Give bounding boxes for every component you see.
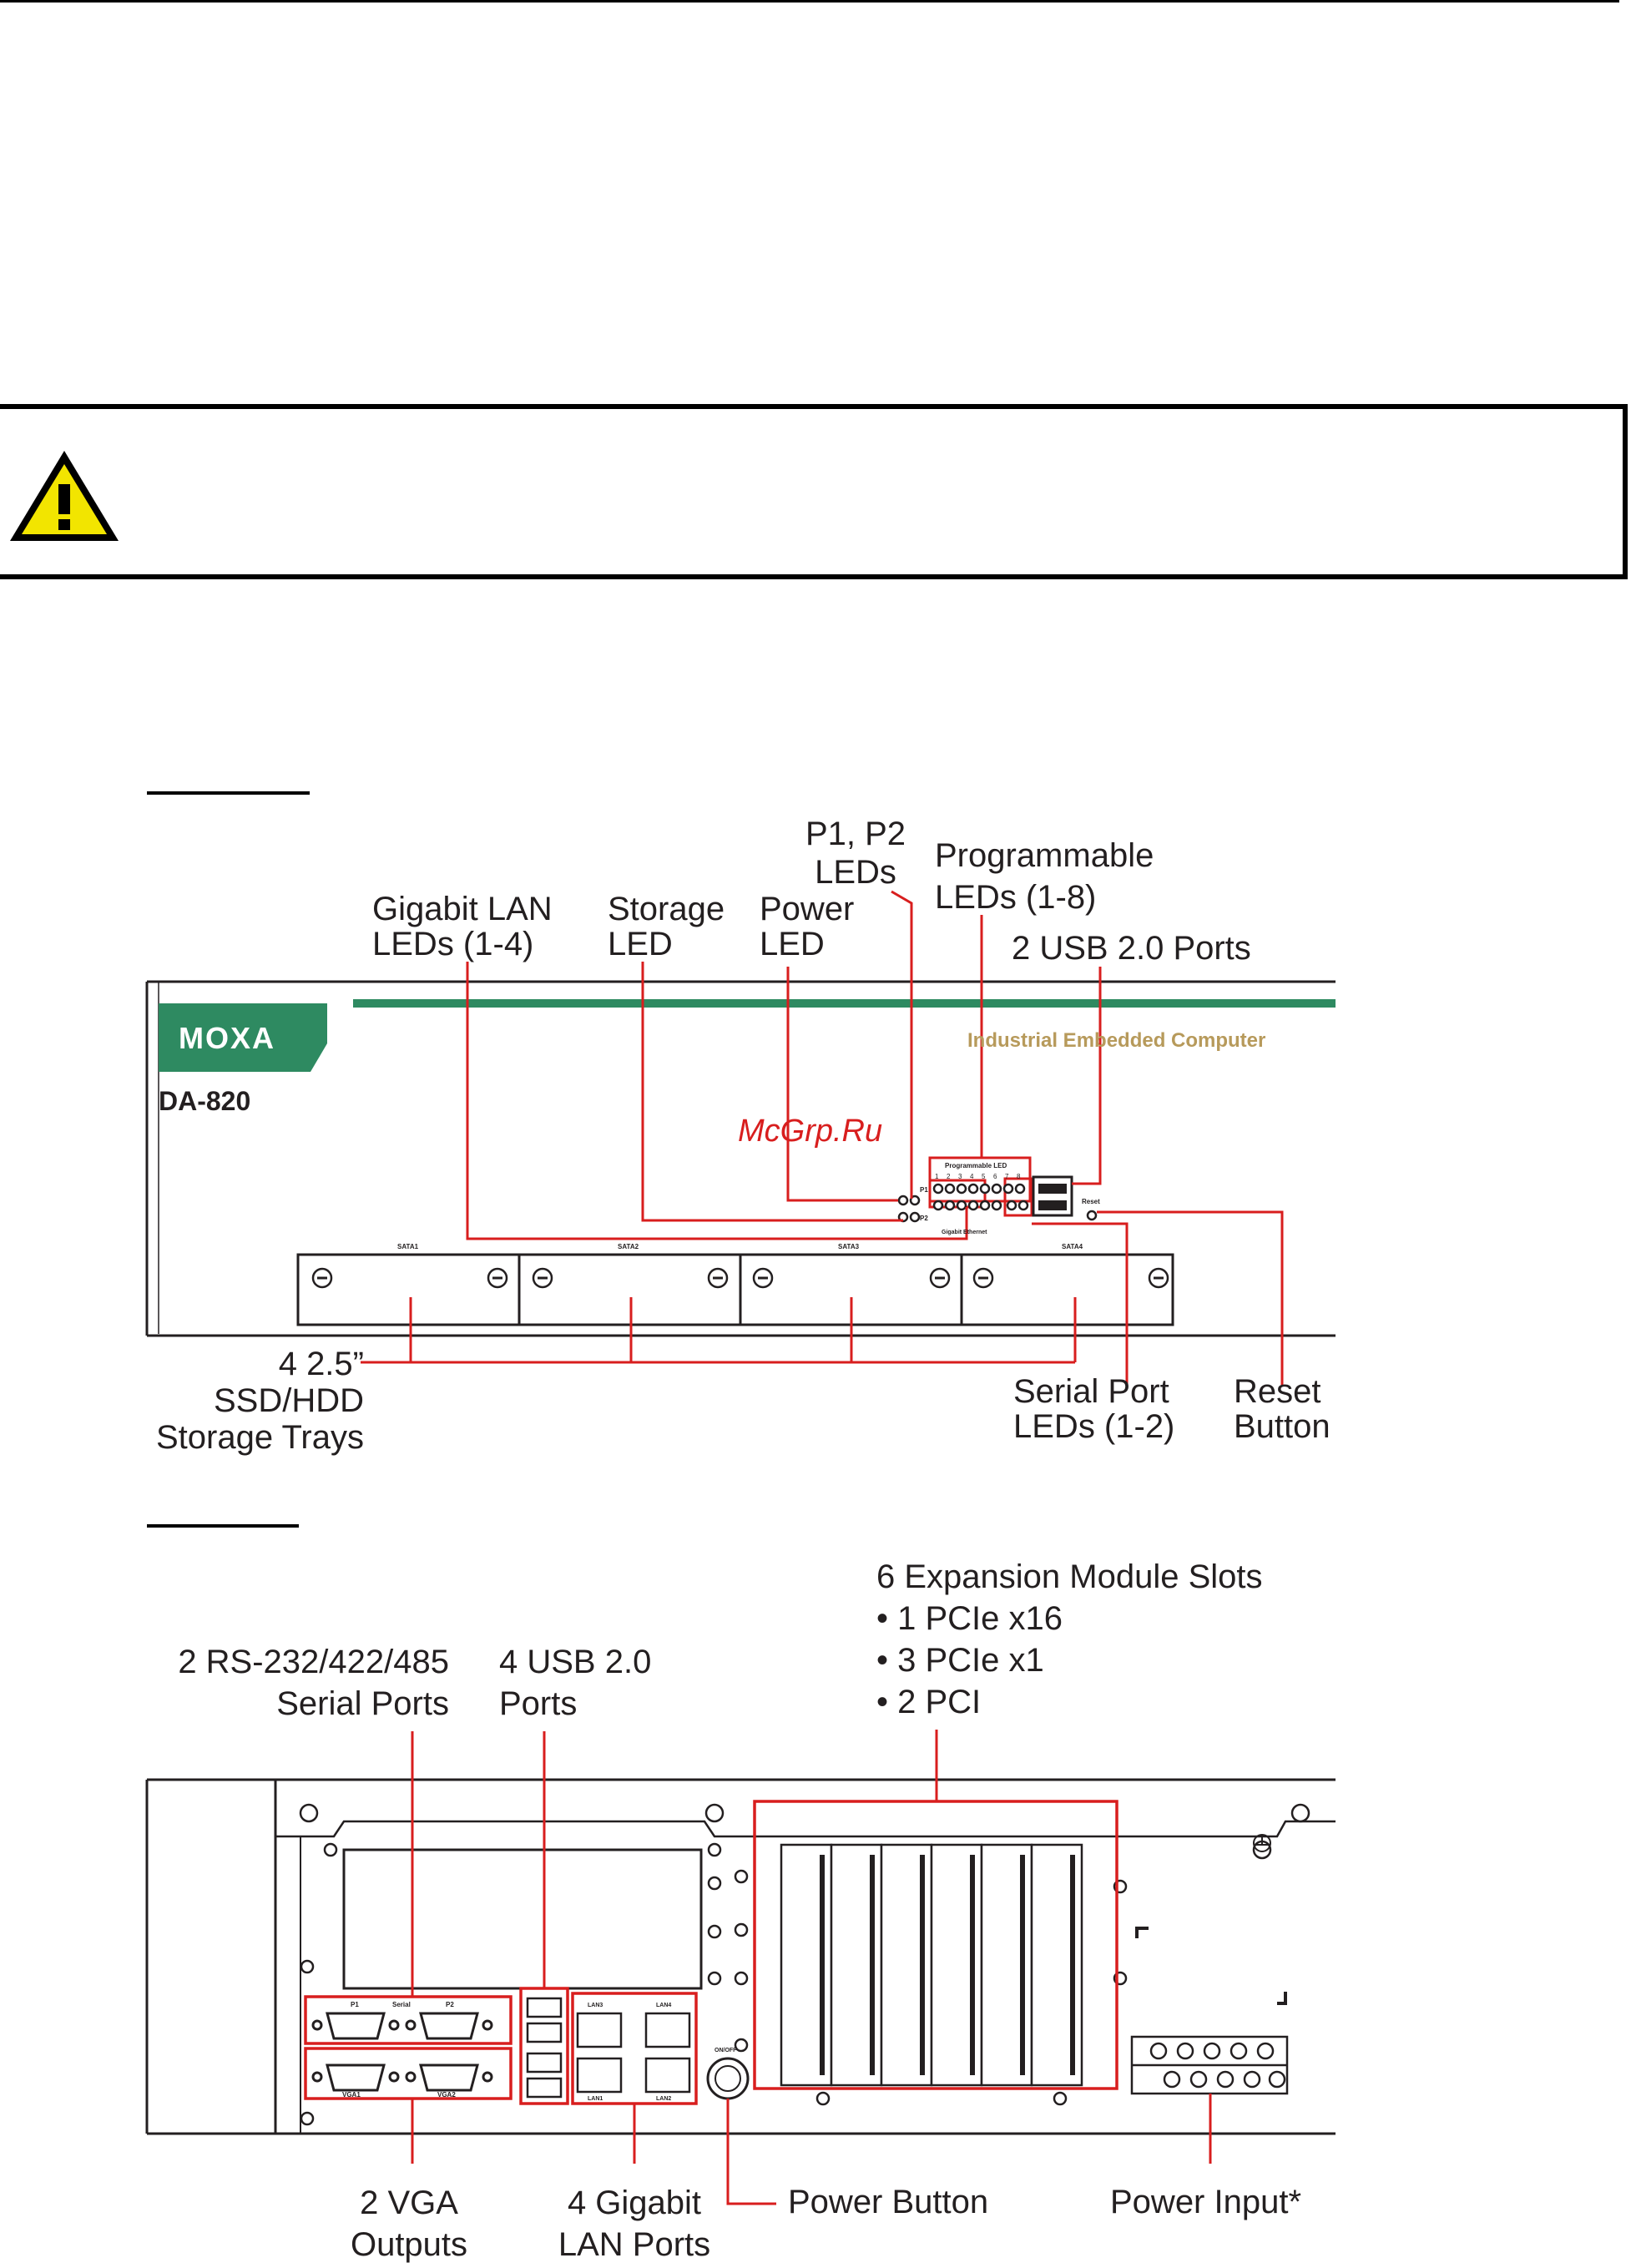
p1p2-leader	[891, 890, 913, 1199]
blank-plate	[342, 1848, 703, 1990]
model-name: DA-820	[159, 1086, 250, 1116]
svg-text:5: 5	[982, 1173, 986, 1180]
rear-view-heading-underline	[147, 1524, 299, 1528]
svg-text:Reset: Reset	[1082, 1198, 1100, 1205]
front-view-heading-underline	[147, 791, 310, 795]
storage-trays	[296, 1253, 1174, 1326]
warning-box	[0, 404, 1628, 579]
rear-callout-lines	[411, 1730, 1212, 2205]
storage-led-callout: Storage LED	[608, 891, 725, 962]
svg-text:P1: P1	[920, 1186, 928, 1194]
svg-text:SATA2: SATA2	[618, 1243, 639, 1250]
expansion-slots-callout: 6 Expansion Module Slots • 1 PCIe x16 • …	[876, 1558, 1263, 1720]
gigabit-lan-leds-callout: Gigabit LAN LEDs (1-4)	[372, 891, 553, 962]
svg-text:SATA3: SATA3	[838, 1243, 860, 1250]
watermark: McGrp.Ru	[738, 1114, 883, 1149]
usb-ports-callout: 2 USB 2.0 Ports	[1012, 930, 1251, 967]
power-led-leader	[786, 967, 898, 1202]
svg-text:ON/OFF: ON/OFF	[714, 2048, 737, 2053]
io-connectors	[311, 2012, 493, 2092]
gigabit-leader	[466, 962, 968, 1240]
brand-stripe	[353, 999, 1336, 1008]
svg-text:LAN1: LAN1	[588, 2096, 603, 2102]
svg-text:LAN2: LAN2	[656, 2096, 671, 2102]
front-chassis	[145, 980, 1336, 1337]
lan-ports-callout: 4 Gigabit LAN Ports	[558, 2185, 711, 2263]
product-line: Industrial Embedded Computer	[967, 1029, 1265, 1052]
serial-led-highlight	[1003, 1177, 1033, 1217]
svg-text:7: 7	[1005, 1173, 1009, 1180]
svg-text:VGA1: VGA1	[342, 2091, 361, 2099]
svg-text:LAN4: LAN4	[656, 2003, 671, 2008]
front-callout-lines	[361, 890, 1284, 1386]
power-led-callout: Power LED	[760, 891, 855, 962]
power-terminal	[1130, 2035, 1289, 2095]
storage-tray	[296, 1253, 521, 1326]
svg-text:4: 4	[970, 1173, 974, 1180]
power-button-callout: Power Button	[788, 2184, 989, 2220]
svg-text:P1: P1	[351, 2001, 359, 2008]
top-rule	[0, 0, 1619, 3]
serial-ports-callout: 2 RS-232/422/485 Serial Ports	[178, 1644, 449, 1722]
moxa-logo-text: MOXA	[179, 1021, 275, 1055]
storage-trays-callout: 4 2.5” SSD/HDD Storage Trays	[155, 1346, 364, 1456]
serial-led-leader	[1032, 1222, 1129, 1386]
storage-tray	[960, 1253, 1174, 1326]
reset-leader	[1097, 1210, 1284, 1386]
svg-text:VGA2: VGA2	[437, 2091, 456, 2099]
power-input-callout: Power Input*	[1110, 2184, 1302, 2220]
svg-text:2: 2	[947, 1173, 951, 1180]
vga-highlight	[304, 2047, 513, 2100]
led-cluster	[897, 1156, 1098, 1223]
vga-outputs-callout: 2 VGA Outputs	[350, 2185, 468, 2263]
lan-ports	[576, 2012, 691, 2094]
svg-text:Serial: Serial	[392, 2001, 411, 2008]
rear-usb-stack	[526, 1997, 563, 2099]
svg-text:3: 3	[958, 1173, 962, 1180]
programmable-led-header: Programmable LED	[945, 1162, 1007, 1169]
svg-text:LAN3: LAN3	[588, 2003, 603, 2008]
storage-led-leader	[641, 962, 903, 1222]
serial-port-leds-callout: Serial Port LEDs (1-2)	[1013, 1373, 1175, 1445]
svg-text:SATA4: SATA4	[1062, 1243, 1083, 1250]
reset-button-callout: Reset Button	[1234, 1373, 1331, 1445]
rear-usb-ports-callout: 4 USB 2.0 Ports	[499, 1644, 652, 1722]
rear-chassis	[145, 1778, 1336, 2135]
expansion-slots	[780, 1843, 1083, 2087]
usb-leader	[1072, 967, 1102, 1185]
svg-text:SATA1: SATA1	[397, 1243, 419, 1250]
svg-text:1: 1	[935, 1173, 939, 1180]
programmable-leds-callout: Programmable LEDs (1-8)	[935, 837, 1154, 916]
moxa-logo	[159, 1003, 327, 1072]
svg-text:P2: P2	[446, 2001, 454, 2008]
ground-symbol	[1253, 1834, 1271, 1852]
rear-screws	[299, 1803, 1310, 2126]
warning-icon	[10, 451, 119, 541]
svg-text:8: 8	[1017, 1173, 1021, 1180]
svg-text:P2: P2	[920, 1215, 928, 1222]
svg-text:6: 6	[993, 1173, 997, 1180]
serial-highlight	[304, 1995, 513, 2045]
svg-text:Gigabit Ethernet: Gigabit Ethernet	[942, 1230, 987, 1235]
p1p2-leds-callout: P1, P2 LEDs	[805, 816, 906, 891]
